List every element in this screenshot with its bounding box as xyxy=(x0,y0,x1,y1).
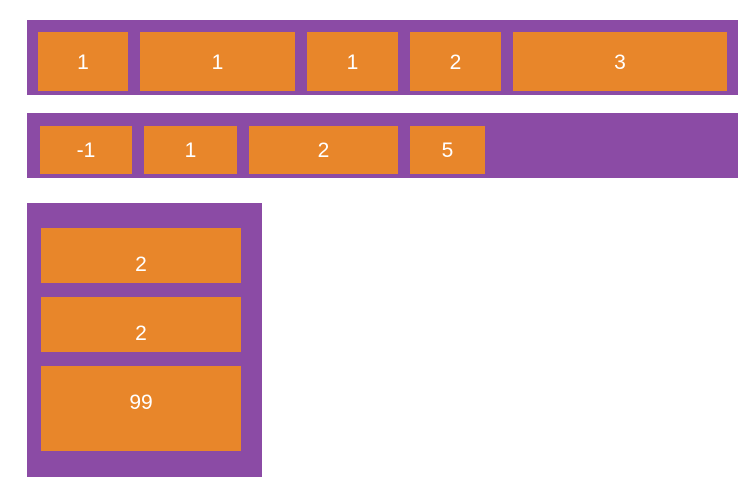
flex-item-label: 1 xyxy=(211,51,224,74)
flex-container-row-2: -1 1 2 5 xyxy=(27,113,738,178)
flex-item: 2 xyxy=(410,32,501,91)
flex-item-label: 1 xyxy=(77,51,89,74)
flex-item-label: 5 xyxy=(441,139,454,162)
flex-item: 1 xyxy=(140,32,295,91)
flex-item: 2 xyxy=(41,297,241,352)
flex-item-label: 2 xyxy=(135,253,147,276)
flex-item: 3 xyxy=(513,32,727,91)
flex-item: 2 xyxy=(41,228,241,283)
flex-container-row-1: 1 1 1 2 3 xyxy=(27,20,738,95)
flex-container-col-3: 2 2 99 xyxy=(27,203,262,477)
flex-item: 99 xyxy=(41,366,241,451)
flex-item-label: 2 xyxy=(317,139,330,162)
flex-item-label: -1 xyxy=(76,139,96,162)
flex-item-label: 3 xyxy=(614,51,626,74)
flex-item-label: 99 xyxy=(129,391,153,414)
flex-item-label: 1 xyxy=(346,51,359,74)
flex-item: 1 xyxy=(144,126,237,174)
flex-item-label: 1 xyxy=(184,139,197,162)
flex-item-label: 2 xyxy=(135,322,147,345)
flex-item: -1 xyxy=(40,126,132,174)
flex-item: 1 xyxy=(307,32,398,91)
flex-item: 2 xyxy=(249,126,398,174)
flex-item: 5 xyxy=(410,126,485,174)
flex-item: 1 xyxy=(38,32,128,91)
flex-item-label: 2 xyxy=(449,51,462,74)
